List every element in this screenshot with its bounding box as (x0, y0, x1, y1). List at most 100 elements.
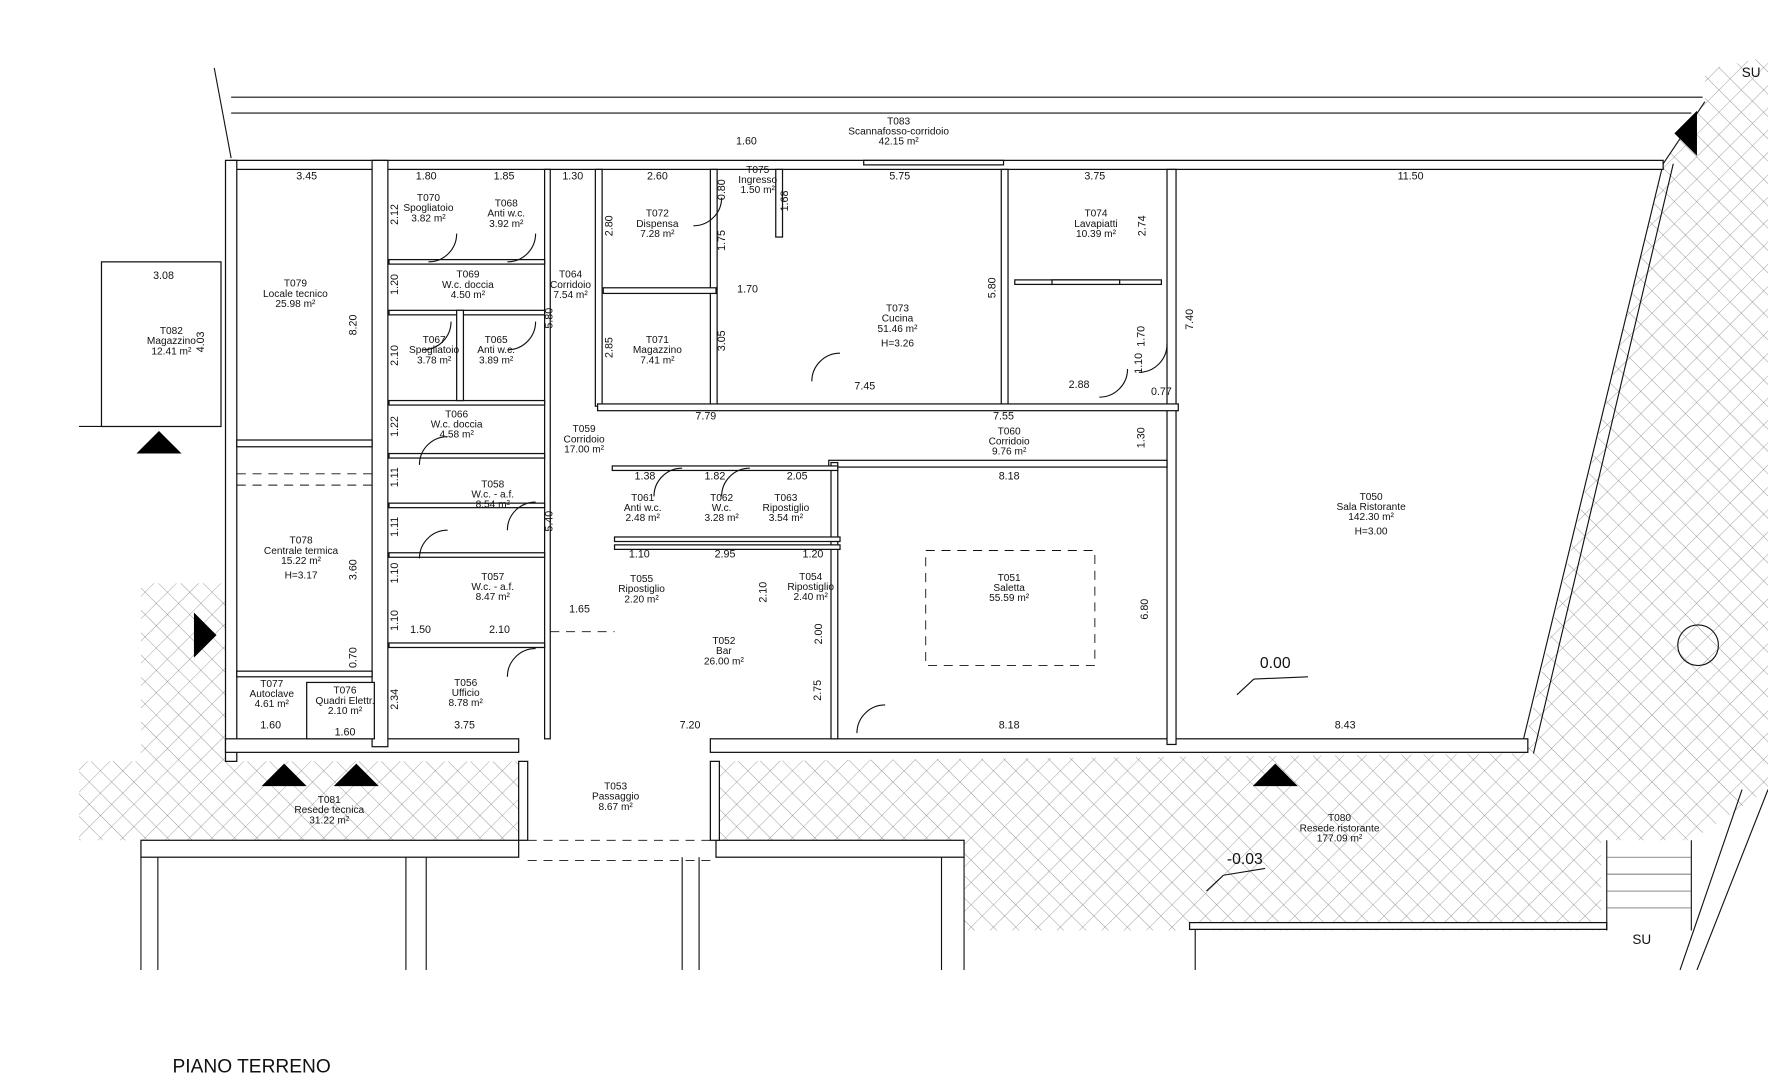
room-code: T077 (260, 679, 283, 690)
room-name: Anti w.c. (624, 503, 662, 514)
dimension-label: 0.80 (716, 179, 728, 200)
dimension-label: 2.88 (1069, 379, 1090, 391)
dimension-label: 3.60 (347, 559, 359, 580)
room-name: Ripostiglio (787, 582, 834, 593)
room-area: 142.30 m² (1348, 512, 1394, 523)
room-code: T082 (160, 326, 183, 337)
room-name: Magazzino (147, 336, 196, 347)
dimension-label: 0.77 (1151, 386, 1172, 398)
room-area: 2.10 m² (328, 706, 363, 717)
dimension-label: 1.60 (736, 136, 757, 148)
room-code: T072 (646, 209, 669, 220)
room-name: Locale tecnico (263, 289, 328, 300)
room-name: Dispensa (636, 219, 679, 230)
level-marker-interior: 0.00 (1260, 655, 1291, 672)
level-marker-exterior: -0.03 (1227, 851, 1263, 868)
room-name: W.c. - a.f. (471, 582, 514, 593)
dimension-label: 1.10 (389, 610, 401, 631)
entrance-arrow-icon (333, 763, 379, 787)
room-area: 8.67 m² (598, 802, 633, 813)
room-code: T057 (481, 572, 504, 583)
dimension-label: 11.50 (1398, 171, 1424, 183)
dimension-label: 8.43 (1335, 720, 1356, 732)
room-name: Corridoio (989, 437, 1030, 448)
room-code: T074 (1084, 209, 1107, 220)
dimension-label: 2.05 (787, 470, 808, 482)
dimension-label: 3.45 (296, 171, 317, 183)
dimension-label: 1.70 (737, 283, 758, 295)
room-name: W.c. (712, 503, 732, 514)
dimension-label: 1.30 (1135, 427, 1147, 448)
dimension-label: 1.50 (410, 624, 431, 636)
dimension-label: 2.85 (603, 337, 615, 358)
dimension-label: 3.08 (153, 270, 174, 282)
dimension-label: 1.10 (629, 548, 650, 560)
dimension-label: 8.20 (347, 315, 359, 336)
room-area: 31.22 m² (309, 815, 350, 826)
stair-up-label: SU (1632, 932, 1651, 947)
room-name: Spogliatoio (403, 203, 453, 214)
room-area: 7.41 m² (640, 355, 675, 366)
dimension-label: 7.79 (695, 411, 716, 423)
room-height: H=3.26 (881, 338, 914, 349)
room-code: T060 (998, 426, 1021, 437)
room-name: Resede tecnica (294, 805, 364, 816)
room-area: 55.59 m² (989, 593, 1030, 604)
room-name: Lavapiatti (1074, 219, 1117, 230)
room-code: T066 (445, 409, 468, 420)
room-area: 2.48 m² (626, 513, 661, 524)
room-area: 3.82 m² (411, 213, 446, 224)
room-code: T078 (290, 536, 313, 547)
room-name: Centrale termica (264, 546, 339, 557)
dimension-label: 1.30 (562, 171, 583, 183)
room-code: T079 (284, 279, 307, 290)
room-code: T053 (604, 782, 627, 793)
room-name: Cucina (882, 314, 914, 325)
entrance-arrow-icon (1674, 110, 1697, 156)
dimension-label: 6.80 (1139, 599, 1151, 620)
room-area: 7.28 m² (640, 229, 675, 240)
dimension-label: 2.74 (1137, 215, 1149, 236)
room-area: 4.58 m² (439, 430, 474, 441)
room-name: Ripostiglio (618, 584, 665, 595)
room-area: 15.22 m² (281, 556, 322, 567)
room-name: Ufficio (452, 688, 480, 699)
dimension-label: 4.03 (195, 331, 207, 352)
room-name: Saletta (993, 583, 1025, 594)
dimension-label: 2.00 (813, 623, 825, 644)
dimension-label: 1.60 (260, 720, 281, 732)
dimension-label: 1.65 (569, 604, 590, 616)
dimension-label: 1.85 (494, 171, 515, 183)
entrance-arrow-icon (193, 612, 217, 658)
room-name: Autoclave (250, 689, 295, 700)
dimension-label: 1.11 (389, 467, 401, 487)
room-code: T054 (799, 572, 822, 583)
dimension-label: 3.05 (716, 330, 728, 351)
room-area: 4.61 m² (255, 699, 290, 710)
room-area: 3.78 m² (417, 355, 452, 366)
room-name: Quadri Elettr. (315, 696, 374, 707)
room-code: T083 (887, 116, 910, 127)
room-code: T058 (481, 479, 504, 490)
dimension-label: 2.75 (812, 680, 824, 701)
room-name: Corridoio (550, 280, 591, 291)
